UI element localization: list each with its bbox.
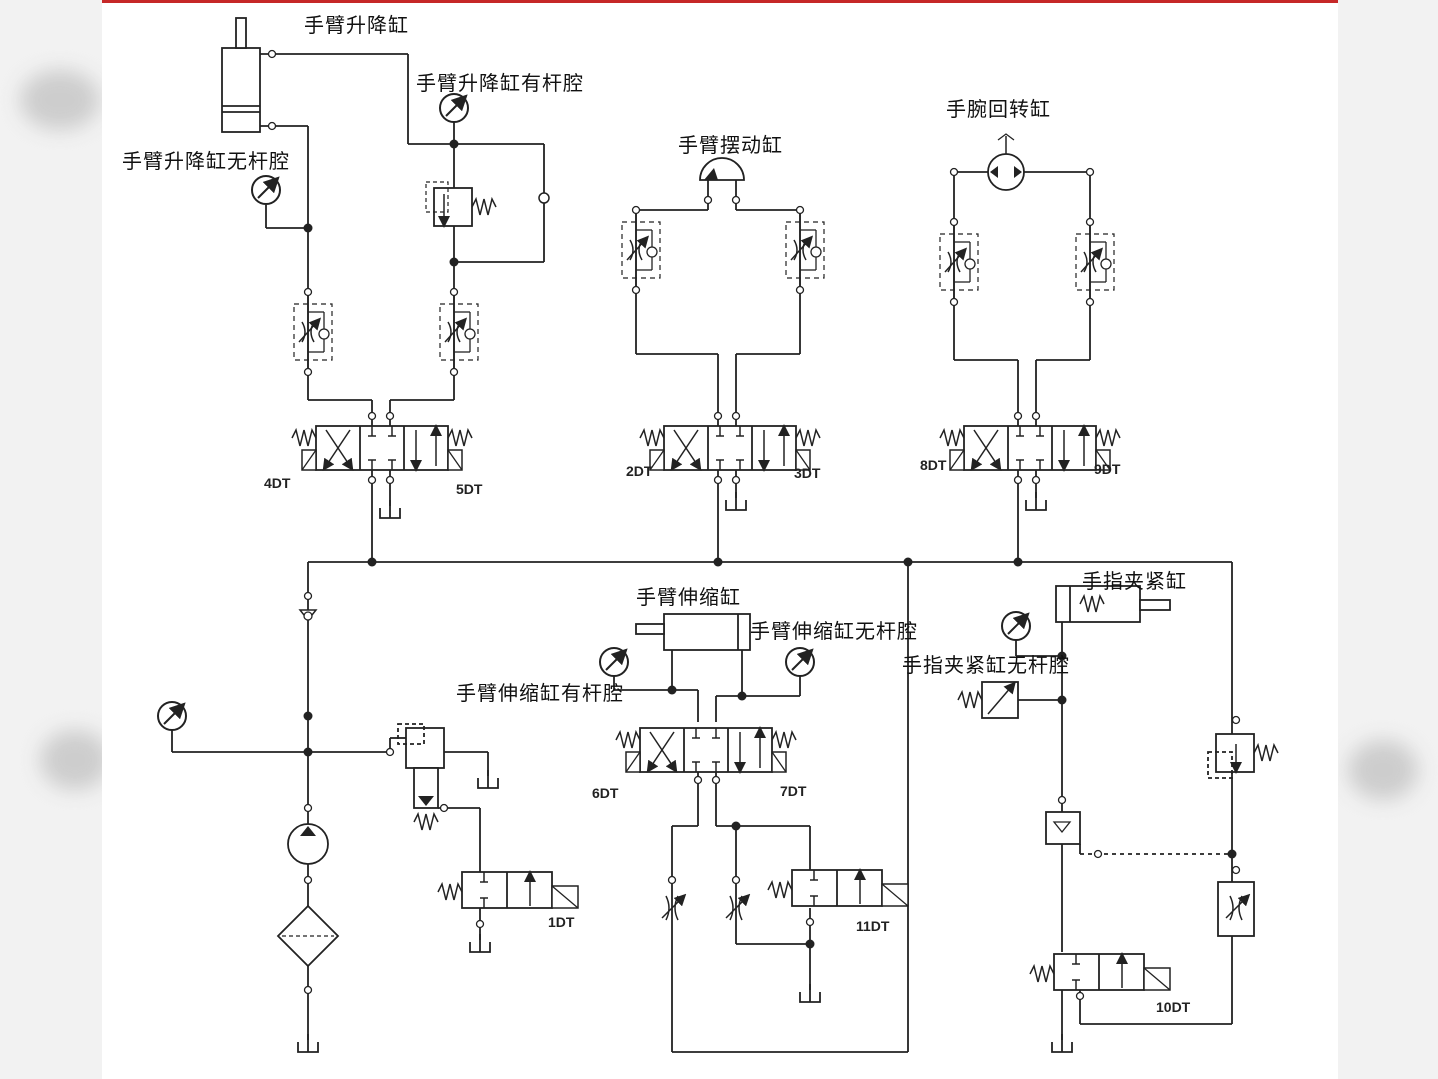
gauge-extend-rodless (786, 648, 814, 676)
solenoid-label-1dt: 1DT (548, 914, 575, 930)
tank-pump (297, 1033, 319, 1053)
tank-wrist (1025, 491, 1047, 511)
lift-cylinder-rod (235, 17, 247, 49)
rotary-shaft-arrows (997, 133, 1015, 141)
solenoid-label-6dt: 6DT (592, 785, 619, 801)
flow-control-wrist-right (1076, 219, 1114, 306)
check-valve-lift (538, 192, 550, 204)
oil-filter (276, 904, 340, 968)
gauge-lift-rod (440, 94, 468, 122)
label-swing-cylinder: 手臂摆动缸 (678, 133, 783, 157)
gauge-system (158, 702, 186, 730)
solenoid-label-4dt: 4DT (264, 475, 291, 491)
blurred-shape (40, 730, 110, 790)
relief-valve-arrow (418, 796, 434, 806)
label-extend-rod-chamber: 手臂伸缩缸有杆腔 (456, 681, 624, 705)
rotary-direction-arrows (990, 166, 1022, 178)
directional-valve-extend (616, 728, 796, 772)
tank-finger (1051, 1033, 1073, 1053)
blurred-shape (1348, 740, 1418, 800)
tank-speed (799, 983, 821, 1003)
solenoid-label-10dt: 10DT (1156, 999, 1191, 1015)
gauge-extend-rod (600, 648, 628, 676)
solenoid-label-8dt: 8DT (920, 457, 947, 473)
label-wrist-rotary-cylinder: 手腕回转缸 (946, 97, 1051, 121)
finger-check-valve (1052, 821, 1072, 834)
unloading-valve-1dt (438, 872, 578, 908)
gauge-finger (1002, 612, 1030, 640)
speed-valve-11dt (768, 870, 908, 906)
flow-control-lift-rodless (294, 289, 332, 376)
directional-valve-swing (640, 426, 820, 470)
swing-actuator-arrow (704, 168, 718, 180)
check-valve-main (298, 609, 318, 622)
solenoid-label-9dt: 9DT (1094, 461, 1121, 477)
pipework (171, 17, 1255, 1053)
tank-unloading (469, 933, 491, 953)
solenoid-label-3dt: 3DT (794, 465, 821, 481)
sequence-valve-pilot (425, 181, 449, 213)
solenoid-label-5dt: 5DT (456, 481, 483, 497)
solenoid-label-2dt: 2DT (626, 463, 653, 479)
label-finger-clamp-cylinder: 手指夹紧缸 (1082, 569, 1187, 593)
solenoid-label-11dt: 11DT (856, 918, 890, 934)
lift-cylinder-body (221, 47, 261, 133)
directional-valve-wrist (940, 426, 1120, 470)
reducing-valve-arrow (987, 681, 1016, 715)
label-extend-rodless-chamber: 手臂伸缩缸无杆腔 (750, 619, 918, 643)
right-blurred-panel (1338, 0, 1438, 1079)
directional-valve-lift (292, 426, 472, 470)
finger-relief-spring (1253, 744, 1279, 762)
label-extend-cylinder: 手臂伸缩缸 (636, 585, 741, 609)
tank-relief (477, 769, 499, 789)
swing-actuator-body (699, 157, 745, 181)
tank-swing (725, 491, 747, 511)
sequence-valve (433, 187, 473, 227)
relief-valve-spring (413, 813, 439, 831)
label-lift-rod-chamber: 手臂升降缸有杆腔 (416, 71, 584, 95)
port-circles (267, 49, 1241, 1001)
clamp-valve-10dt (1030, 954, 1170, 990)
gauge-lift-rodless (252, 176, 280, 204)
flow-control-swing-right (786, 207, 824, 294)
label-lift-rodless-chamber: 手臂升降缸无杆腔 (122, 149, 290, 173)
solenoid-label-7dt: 7DT (780, 783, 807, 799)
label-lift-cylinder: 手臂升降缸 (304, 13, 409, 37)
flow-control-wrist-left (940, 219, 978, 306)
top-accent-bar (102, 0, 1338, 3)
pump-arrow (300, 826, 316, 836)
junction-dots (303, 139, 1237, 949)
sequence-valve-spring (471, 198, 497, 216)
blurred-shape (20, 70, 100, 130)
label-finger-rodless-chamber: 手指夹紧缸无杆腔 (902, 653, 1070, 677)
tank-lift (379, 499, 401, 519)
reducing-valve-spring (957, 691, 983, 709)
left-blurred-panel (0, 0, 102, 1079)
flow-control-lift-rod (440, 289, 478, 376)
flow-control-swing-left (622, 207, 660, 294)
hydraulic-pump (287, 823, 329, 865)
